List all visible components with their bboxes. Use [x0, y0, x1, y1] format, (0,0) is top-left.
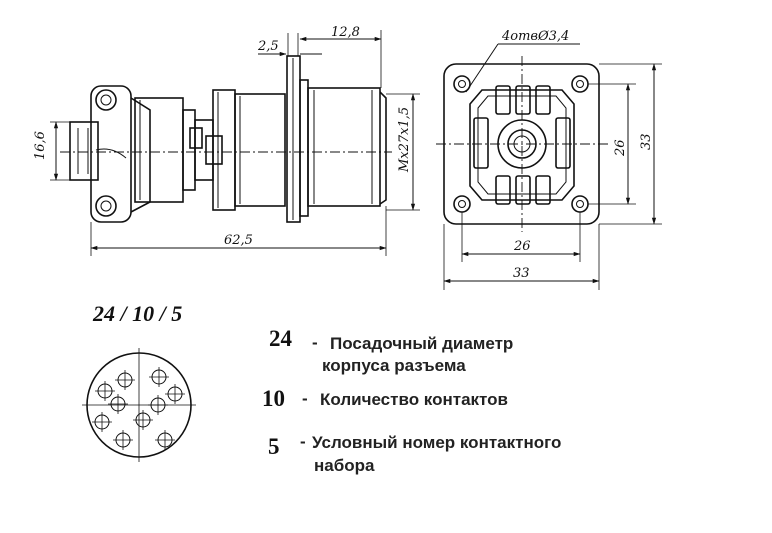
threaded-front: [307, 87, 387, 207]
dim-inner-height: 26: [588, 83, 636, 205]
dim-height-label: 16,6: [33, 131, 48, 160]
holes-leader: 4отвØ3,4: [465, 29, 580, 93]
legend-description: Посадочный диаметр: [330, 334, 513, 353]
legend-number: 24: [269, 326, 293, 351]
pinout-diagram: [82, 348, 196, 462]
dim-inner-width: 26: [461, 212, 581, 262]
dim-outer-width: 33: [443, 224, 600, 290]
legend: 24 - Посадочный диаметр корпуса разъема …: [262, 326, 561, 475]
dim-outer-height-label: 33: [639, 133, 654, 150]
legend-item-diameter: 24 - Посадочный диаметр корпуса разъема: [269, 326, 513, 375]
flange: [286, 55, 309, 223]
front-view: 4отвØ3,4 26 33 26 33: [436, 29, 662, 290]
connector-code: 24 / 10 / 5: [92, 301, 182, 326]
legend-description-cont: корпуса разъема: [322, 356, 466, 375]
contact-pin: [95, 381, 115, 401]
legend-number: 10: [262, 386, 285, 411]
legend-item-contacts: 10 - Количество контактов: [262, 386, 508, 411]
legend-number: 5: [268, 434, 280, 459]
legend-dash: -: [302, 389, 308, 408]
legend-item-set: 5 - Условный номер контактного набора: [268, 432, 561, 475]
contact-pin: [113, 430, 133, 450]
contact-pin: [148, 395, 168, 415]
contact-pin: [133, 410, 153, 430]
contact-pin: [165, 384, 185, 404]
dim-front-length-label: 12,8: [331, 25, 360, 40]
contact-pin: [155, 430, 175, 450]
contact-pin: [108, 394, 128, 414]
contact-pins: [92, 367, 185, 450]
dim-front-length: 12,8: [299, 25, 382, 88]
contact-pin: [149, 367, 169, 387]
dim-thread-label: Мх27х1,5: [397, 107, 412, 173]
holes-label: 4отвØ3,4: [501, 29, 569, 44]
side-view: 2,5 12,8 Мх27х1,5 16,6 62,5: [33, 25, 420, 256]
legend-description: Количество контактов: [320, 390, 508, 409]
contact-pin: [115, 370, 135, 390]
dim-total: 62,5: [90, 206, 387, 256]
legend-dash: -: [300, 432, 306, 451]
dim-thread: Мх27х1,5: [386, 93, 420, 211]
dim-inner-width-label: 26: [513, 239, 531, 254]
dim-inner-height-label: 26: [613, 139, 628, 157]
dim-outer-height: 33: [599, 63, 662, 225]
legend-description-cont: набора: [314, 456, 375, 475]
dim-flange-label: 2,5: [257, 39, 279, 54]
contact-pin: [92, 412, 112, 432]
legend-dash: -: [312, 333, 318, 352]
dim-total-label: 62,5: [224, 233, 253, 248]
dim-flange: 2,5: [257, 33, 322, 57]
legend-description: Условный номер контактного: [312, 433, 561, 452]
connector-body: [134, 89, 286, 211]
dim-outer-width-label: 33: [513, 266, 530, 281]
dim-height: 16,6: [33, 121, 70, 181]
